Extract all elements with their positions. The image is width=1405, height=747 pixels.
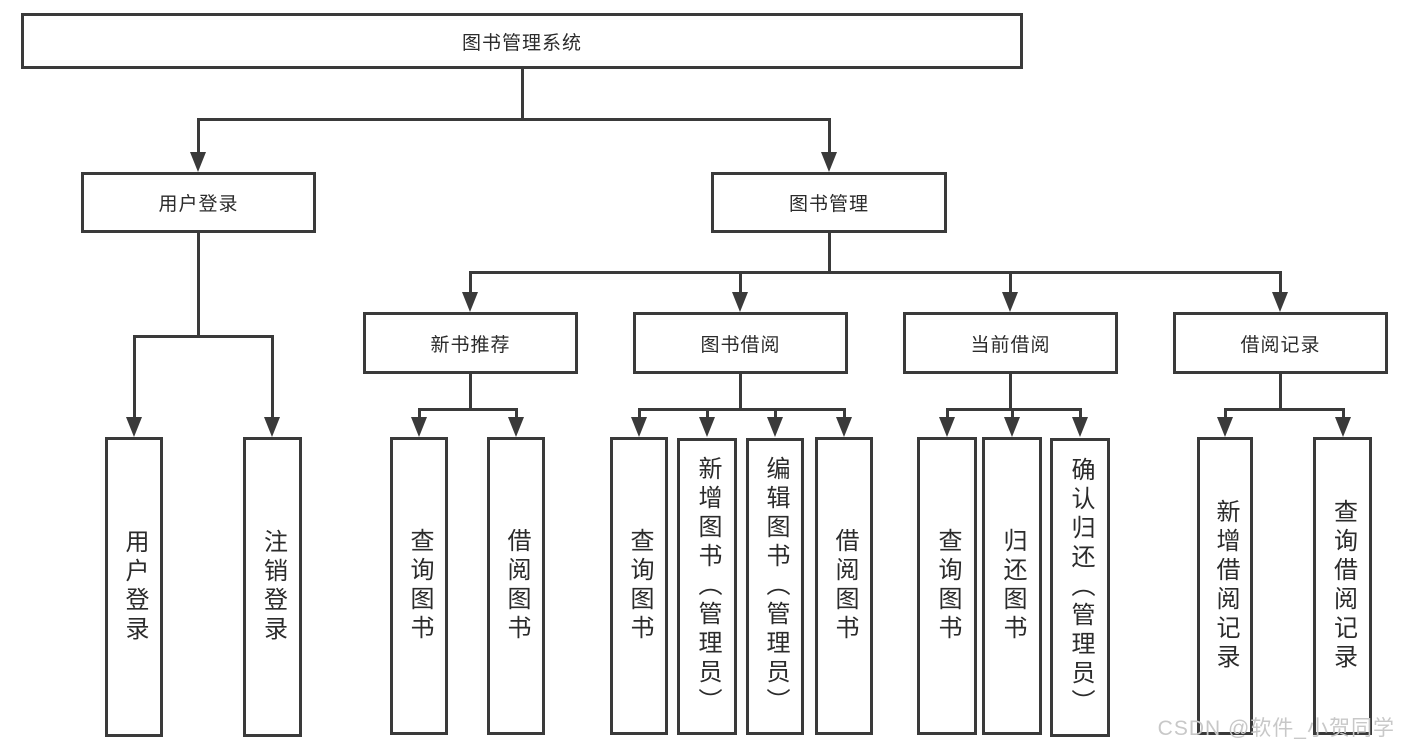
connector-shaft-edit-book: [774, 408, 777, 420]
connector-stem-current-borrow: [1009, 374, 1012, 410]
connector-shaft-borrow-book-2: [843, 408, 846, 420]
arrowhead-user-login: [190, 152, 206, 172]
connector-shaft-query-borrow-record: [1342, 408, 1345, 420]
node-new-book-recommend-label: 新书推荐: [430, 334, 511, 356]
node-leaf-add-book-admin-label: 新增图书（管理员）: [694, 456, 721, 717]
connector-bar-book-mgmt: [469, 271, 1282, 274]
connector-shaft-new-book-recommend: [469, 271, 472, 295]
node-current-borrow-label: 当前借阅: [970, 334, 1051, 356]
node-leaf-borrow-book-2: 借阅图书: [815, 437, 873, 735]
arrowhead-query-book-2: [631, 417, 647, 437]
arrowhead-leaf-user-login: [126, 417, 142, 437]
arrowhead-leaf-logout: [264, 417, 280, 437]
arrowhead-add-borrow-record: [1217, 417, 1233, 437]
connector-stem-user-login: [197, 233, 200, 335]
connector-bar-book-borrow: [638, 408, 846, 411]
connector-stem-root: [521, 69, 524, 121]
arrowhead-add-book: [699, 417, 715, 437]
node-leaf-borrow-book-1-label: 借阅图书: [503, 528, 530, 644]
node-leaf-confirm-return-admin-label: 确认归还（管理员）: [1067, 457, 1094, 718]
arrowhead-confirm-return: [1072, 417, 1088, 437]
node-book-borrow-label: 图书借阅: [700, 334, 781, 356]
node-leaf-logout-label: 注销登录: [259, 529, 287, 645]
connector-bar-new-book-recommend: [418, 408, 518, 411]
connector-shaft-leaf-logout: [271, 335, 274, 421]
arrowhead-return-book: [1004, 417, 1020, 437]
node-leaf-query-book-2: 查询图书: [610, 437, 668, 735]
connector-bar-user-login: [133, 335, 274, 338]
node-leaf-query-book-3: 查询图书: [917, 437, 977, 735]
node-leaf-add-borrow-record: 新增借阅记录: [1197, 437, 1253, 735]
node-current-borrow: 当前借阅: [903, 312, 1118, 374]
connector-shaft-confirm-return: [1079, 408, 1082, 420]
connector-shaft-borrow-record: [1279, 271, 1282, 295]
node-leaf-user-login-label: 用户登录: [121, 529, 148, 645]
connector-stem-borrow-record: [1279, 374, 1282, 410]
node-leaf-return-book: 归还图书: [982, 437, 1042, 735]
node-leaf-borrow-book-2-label: 借阅图书: [831, 528, 858, 644]
node-leaf-query-borrow-record-label: 查询借阅记录: [1329, 499, 1357, 673]
node-user-login: 用户登录: [81, 172, 316, 233]
node-root-system: 图书管理系统: [21, 13, 1023, 69]
node-leaf-confirm-return-admin: 确认归还（管理员）: [1050, 438, 1110, 737]
node-book-borrow: 图书借阅: [633, 312, 848, 374]
connector-bar-root: [197, 118, 831, 121]
connector-shaft-borrow-book-1: [515, 408, 518, 420]
node-user-login-label: 用户登录: [158, 194, 239, 215]
arrowhead-borrow-book-2: [836, 417, 852, 437]
connector-shaft-user-login: [197, 118, 200, 156]
arrowhead-borrow-record: [1272, 292, 1288, 312]
node-borrow-record-label: 借阅记录: [1240, 334, 1321, 356]
node-borrow-record: 借阅记录: [1173, 312, 1388, 374]
arrowhead-borrow-book-1: [508, 417, 524, 437]
connector-shaft-add-book: [706, 408, 709, 420]
connector-stem-book-borrow: [739, 374, 742, 410]
node-leaf-query-book-1: 查询图书: [390, 437, 448, 735]
node-leaf-edit-book-admin: 编辑图书（管理员）: [746, 438, 804, 735]
node-leaf-add-book-admin: 新增图书（管理员）: [677, 438, 737, 735]
arrowhead-book-mgmt: [821, 152, 837, 172]
connector-shaft-add-borrow-record: [1224, 408, 1227, 420]
connector-shaft-book-borrow: [739, 271, 742, 295]
arrowhead-query-book-3: [939, 417, 955, 437]
node-leaf-return-book-label: 归还图书: [999, 528, 1026, 644]
node-leaf-edit-book-admin-label: 编辑图书（管理员）: [762, 456, 789, 717]
arrowhead-new-book-recommend: [462, 292, 478, 312]
node-leaf-logout: 注销登录: [243, 437, 302, 737]
connector-shaft-query-book-3: [946, 408, 949, 420]
watermark-text: CSDN @软件_小贺同学: [1157, 717, 1395, 740]
node-root-label: 图书管理系统: [461, 32, 582, 54]
node-leaf-query-book-2-label: 查询图书: [626, 528, 653, 644]
arrowhead-query-borrow-record: [1335, 417, 1351, 437]
node-book-mgmt-label: 图书管理: [788, 194, 869, 215]
arrowhead-query-book-1: [411, 417, 427, 437]
connector-bar-current-borrow: [946, 408, 1082, 411]
node-leaf-borrow-book-1: 借阅图书: [487, 437, 545, 735]
connector-shaft-query-book-1: [418, 408, 421, 420]
connector-bar-borrow-record: [1224, 408, 1344, 411]
node-leaf-query-book-1-label: 查询图书: [406, 528, 433, 644]
connector-shaft-query-book-2: [638, 408, 641, 420]
connector-shaft-current-borrow: [1009, 271, 1012, 295]
node-leaf-add-borrow-record-label: 新增借阅记录: [1212, 499, 1239, 673]
connector-stem-new-book-recommend: [469, 374, 472, 410]
arrowhead-current-borrow: [1002, 292, 1018, 312]
node-leaf-user-login: 用户登录: [105, 437, 163, 737]
connector-stem-book-mgmt: [828, 233, 831, 274]
node-leaf-query-borrow-record: 查询借阅记录: [1313, 437, 1372, 735]
arrowhead-book-borrow: [732, 292, 748, 312]
node-leaf-query-book-3-label: 查询图书: [934, 528, 961, 644]
arrowhead-edit-book: [767, 417, 783, 437]
connector-shaft-return-book: [1011, 408, 1014, 420]
node-book-mgmt: 图书管理: [711, 172, 947, 233]
connector-shaft-book-mgmt: [828, 118, 831, 156]
connector-shaft-leaf-user-login: [133, 335, 136, 421]
node-new-book-recommend: 新书推荐: [363, 312, 578, 374]
